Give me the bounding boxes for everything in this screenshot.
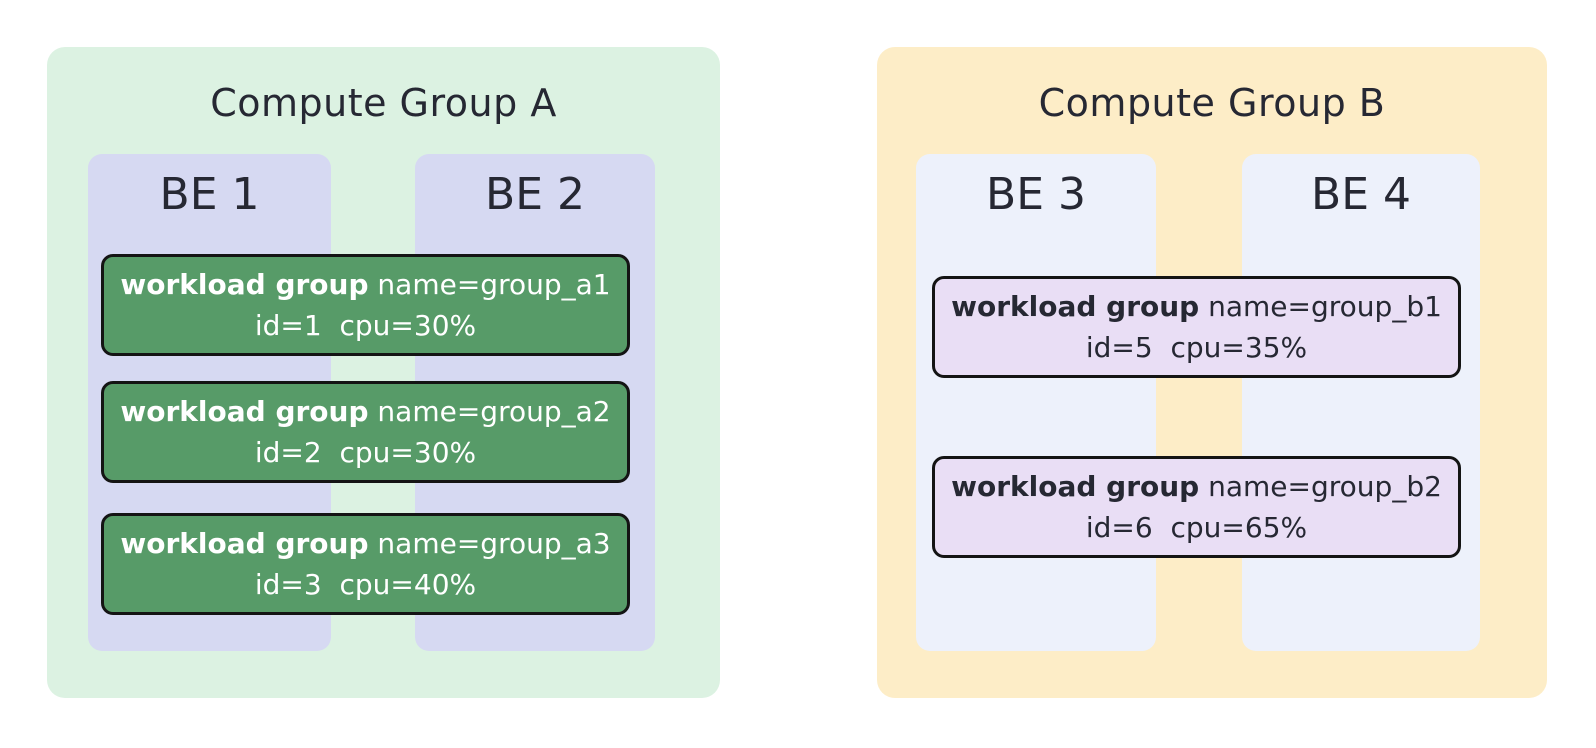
workload-a2-keyword: workload group — [120, 395, 369, 428]
workload-b2-attrs: id=6 cpu=65% — [1085, 511, 1308, 544]
backend-be2-label: BE 2 — [485, 169, 585, 220]
workload-group-box-a1: workload group name=group_a1 id=1 cpu=30… — [101, 254, 630, 356]
backend-be4-label: BE 4 — [1311, 169, 1411, 220]
workload-group-box-b2: workload group name=group_b2 id=6 cpu=65… — [932, 456, 1461, 558]
workload-a1-keyword: workload group — [120, 268, 369, 301]
workload-b1-keyword: workload group — [951, 290, 1200, 323]
compute-group-a-title: Compute Group A — [210, 81, 557, 125]
workload-b2-name: name=group_b2 — [1208, 470, 1442, 503]
workload-b1-name-line: workload group name=group_b1 — [951, 286, 1442, 327]
workload-b1-name: name=group_b1 — [1208, 290, 1442, 323]
workload-b1-attrs: id=5 cpu=35% — [1085, 331, 1308, 364]
backend-node-be4: BE 4 — [1242, 154, 1480, 651]
workload-a3-name: name=group_a3 — [377, 527, 611, 560]
workload-a3-keyword: workload group — [120, 527, 369, 560]
workload-a1-attrs: id=1 cpu=30% — [254, 309, 477, 342]
workload-a2-name: name=group_a2 — [377, 395, 611, 428]
backend-node-be3: BE 3 — [916, 154, 1156, 651]
workload-a1-name: name=group_a1 — [377, 268, 611, 301]
workload-group-box-b1: workload group name=group_b1 id=5 cpu=35… — [932, 276, 1461, 378]
compute-group-b-title: Compute Group B — [1038, 81, 1386, 125]
workload-a1-name-line: workload group name=group_a1 — [120, 264, 610, 305]
workload-a3-attrs: id=3 cpu=40% — [254, 568, 477, 601]
workload-a2-attrs: id=2 cpu=30% — [254, 436, 477, 469]
workload-b2-name-line: workload group name=group_b2 — [951, 466, 1442, 507]
workload-group-box-a3: workload group name=group_a3 id=3 cpu=40… — [101, 513, 630, 615]
compute-group-a-panel: Compute Group A BE 1 BE 2 workload group… — [47, 47, 720, 698]
compute-group-b-panel: Compute Group B BE 3 BE 4 workload group… — [877, 47, 1547, 698]
workload-a3-name-line: workload group name=group_a3 — [120, 523, 610, 564]
workload-a2-name-line: workload group name=group_a2 — [120, 391, 610, 432]
backend-be3-label: BE 3 — [986, 169, 1086, 220]
workload-b2-keyword: workload group — [951, 470, 1200, 503]
workload-group-box-a2: workload group name=group_a2 id=2 cpu=30… — [101, 381, 630, 483]
backend-be1-label: BE 1 — [159, 169, 260, 220]
